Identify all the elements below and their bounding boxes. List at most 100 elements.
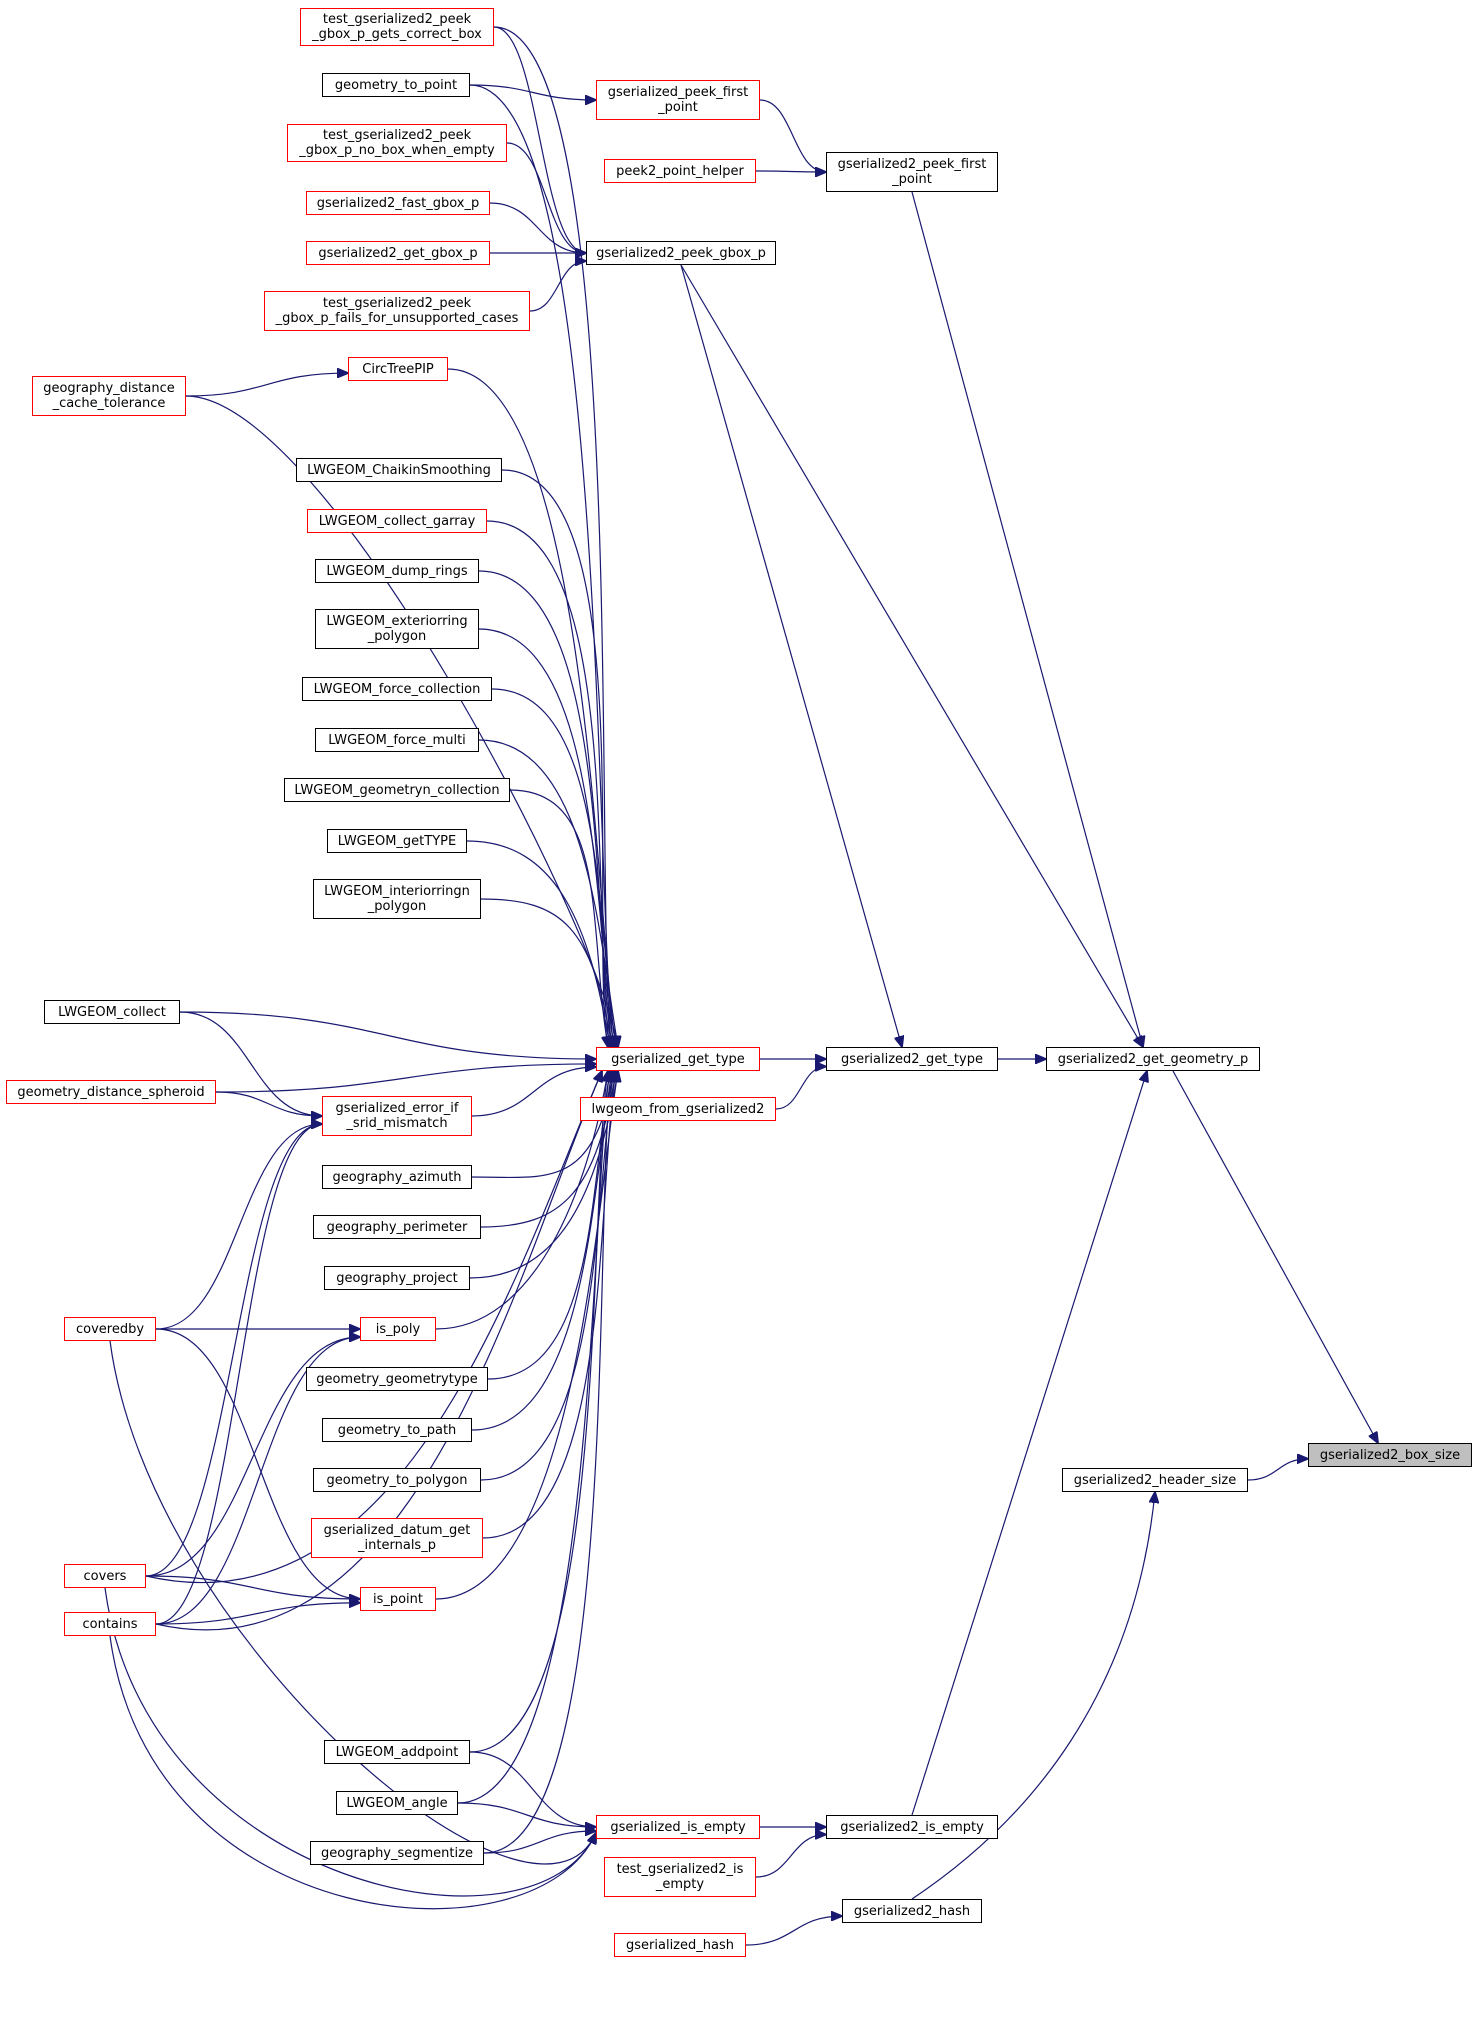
node-gserialized-get-type[interactable]: gserialized_get_type	[596, 1047, 760, 1071]
call-edges	[104, 26, 1378, 1946]
edge-angle-to-gs-is-empty	[457, 1802, 596, 1827]
node-contains[interactable]: contains	[64, 1612, 156, 1636]
edge-tg-is-empty-to-gs2-is-empty	[755, 1835, 826, 1878]
edge-lwgeom-collect-to-gs-get-type	[179, 1011, 596, 1059]
edge-contains-to-is-poly	[155, 1337, 360, 1625]
node-lwgeom-interiorringn-polygon[interactable]: LWGEOM_interiorringn _polygon	[313, 879, 481, 919]
node-lwgeom-collect-garray[interactable]: LWGEOM_collect_garray	[307, 509, 487, 533]
node-lwgeom-force-collection[interactable]: LWGEOM_force_collection	[302, 677, 492, 701]
edge-angle-to-gs-get-type	[457, 1071, 610, 1804]
edge-geog-dist-cache-to-gs-get-type	[185, 395, 618, 1047]
edge-contains-to-gs-is-empty	[109, 1635, 596, 1910]
edge-tg-correct-box-to-gs2-peek-gbox-p	[493, 26, 586, 253]
node-test-gserialized2-peek-gbox-p-fails-for-unsupported-cases[interactable]: test_gserialized2_peek _gbox_p_fails_for…	[264, 291, 530, 331]
node-gserialized-datum-get-internals-p[interactable]: gserialized_datum_get _internals_p	[311, 1518, 483, 1558]
edge-geom-dist-spheroid-to-gs-get-type	[215, 1064, 596, 1093]
edge-interiorringn-to-gs-get-type	[480, 898, 612, 1047]
node-geometry-to-point[interactable]: geometry_to_point	[322, 73, 470, 97]
node-gserialized-hash[interactable]: gserialized_hash	[614, 1933, 746, 1957]
edge-force-multi-to-gs-get-type	[478, 739, 618, 1047]
node-is-poly[interactable]: is_poly	[360, 1317, 436, 1341]
edge-gs2-peek-first-point-to-gs2-get-geometry-p	[911, 191, 1143, 1047]
node-test-gserialized2-peek-gbox-p-gets-correct-box[interactable]: test_gserialized2_peek _gbox_p_gets_corr…	[300, 8, 494, 46]
node-gserialized2-get-gbox-p[interactable]: gserialized2_get_gbox_p	[306, 241, 490, 265]
edge-addpoint-to-gs-get-type	[469, 1071, 608, 1753]
node-geography-segmentize[interactable]: geography_segmentize	[310, 1841, 484, 1865]
node-test-gserialized2-peek-gbox-p-no-box-when-empty[interactable]: test_gserialized2_peek _gbox_p_no_box_wh…	[287, 124, 507, 162]
node-lwgeom-dump-rings[interactable]: LWGEOM_dump_rings	[315, 559, 479, 583]
edge-geog-segmentize-to-gs-is-empty	[483, 1831, 596, 1854]
node-circtreepip[interactable]: CircTreePIP	[348, 357, 448, 381]
node-gserialized-error-if-srid-mismatch[interactable]: gserialized_error_if _srid_mismatch	[322, 1096, 472, 1136]
node-gserialized2-get-type[interactable]: gserialized2_get_type	[826, 1047, 998, 1071]
node-geometry-distance-spheroid[interactable]: geometry_distance_spheroid	[6, 1080, 216, 1104]
edge-gs2-header-size-to-gs2-box-size	[1247, 1459, 1308, 1481]
edge-addpoint-to-gs-is-empty	[469, 1751, 596, 1827]
node-geometry-to-polygon[interactable]: geometry_to_polygon	[313, 1468, 481, 1492]
edge-geog-segmentize-to-gs-get-type	[483, 1071, 612, 1854]
node-gserialized2-box-size: gserialized2_box_size	[1308, 1443, 1472, 1467]
edge-gettype-to-gs-get-type	[466, 840, 610, 1047]
node-geography-azimuth[interactable]: geography_azimuth	[322, 1165, 472, 1189]
node-gserialized2-get-geometry-p[interactable]: gserialized2_get_geometry_p	[1046, 1047, 1260, 1071]
edge-covers-to-gs-error-srid	[145, 1124, 322, 1577]
node-gserialized2-fast-gbox-p[interactable]: gserialized2_fast_gbox_p	[306, 191, 490, 215]
edge-peek2-point-helper-to-gs2-peek-first-point	[755, 171, 826, 172]
edge-covers-to-is-point	[145, 1575, 360, 1599]
node-test-gserialized2-is-empty[interactable]: test_gserialized2_is _empty	[604, 1857, 756, 1897]
edge-circtreepip-to-gs-get-type	[447, 368, 616, 1047]
edge-gs2-fast-gbox-p-to-gs2-peek-gbox-p	[489, 202, 586, 253]
node-lwgeom-angle[interactable]: LWGEOM_angle	[336, 1791, 458, 1815]
node-lwgeom-force-multi[interactable]: LWGEOM_force_multi	[315, 728, 479, 752]
node-covers[interactable]: covers	[64, 1564, 146, 1588]
edge-covers-to-gs-is-empty	[104, 1587, 596, 1897]
node-geography-distance-cache-tolerance[interactable]: geography_distance _cache_tolerance	[32, 376, 186, 416]
edge-tg-fails-to-gs2-peek-gbox-p	[529, 261, 586, 312]
node-peek2-point-helper[interactable]: peek2_point_helper	[604, 159, 756, 183]
node-gserialized2-is-empty[interactable]: gserialized2_is_empty	[826, 1815, 998, 1839]
node-gserialized2-header-size[interactable]: gserialized2_header_size	[1062, 1468, 1248, 1492]
edge-gs2-peek-gbox-p-to-gs2-get-type	[680, 264, 902, 1047]
edge-tg-correct-box-to-gs-get-type	[493, 26, 612, 1047]
edge-geog-perimeter-to-gs-get-type	[480, 1071, 616, 1228]
node-lwgeom-chaikinsmoothing[interactable]: LWGEOM_ChaikinSmoothing	[296, 458, 502, 482]
edge-geometry-to-point-to-gs-peek-first-point	[469, 84, 596, 100]
node-coveredby[interactable]: coveredby	[64, 1317, 156, 1341]
edge-covers-to-is-poly	[145, 1337, 360, 1577]
node-gserialized-peek-first-point[interactable]: gserialized_peek_first _point	[596, 80, 760, 120]
edge-lwgeom-collect-to-gs-error-srid	[179, 1011, 322, 1116]
edge-tg-no-box-to-gs2-peek-gbox-p	[506, 142, 586, 253]
node-is-point[interactable]: is_point	[360, 1587, 436, 1611]
edge-gs2-hash-to-gs2-header-size	[911, 1492, 1155, 1900]
edge-gs2-is-empty-to-gs2-get-geometry-p	[911, 1071, 1147, 1816]
edge-contains-to-gs-error-srid	[155, 1124, 322, 1625]
node-geometry-to-path[interactable]: geometry_to_path	[322, 1418, 472, 1442]
node-lwgeom-geometryn-collection[interactable]: LWGEOM_geometryn_collection	[284, 778, 510, 802]
node-lwgeom-gettype[interactable]: LWGEOM_getTYPE	[327, 829, 467, 853]
edge-dump-rings-to-gs-get-type	[478, 570, 612, 1047]
node-lwgeom-from-gserialized2[interactable]: lwgeom_from_gserialized2	[580, 1097, 776, 1121]
edge-lwgeom-from-gs2-to-gs2-get-type	[775, 1067, 826, 1110]
edge-gs-error-srid-to-gs-get-type	[471, 1067, 596, 1117]
edge-exteriorring-to-gs-get-type	[478, 628, 614, 1047]
node-gserialized2-hash[interactable]: gserialized2_hash	[842, 1899, 982, 1923]
edge-geometry-to-point-to-gs-get-type	[469, 84, 614, 1047]
node-lwgeom-exteriorring-polygon[interactable]: LWGEOM_exteriorring _polygon	[315, 609, 479, 649]
edge-gs2-peek-gbox-p-to-gs2-get-geometry-p	[680, 264, 1143, 1047]
edge-gs2-get-geometry-p-to-gs2-box-size	[1172, 1070, 1378, 1443]
node-lwgeom-addpoint[interactable]: LWGEOM_addpoint	[324, 1740, 470, 1764]
edge-geom-dist-spheroid-to-gs-error-srid	[215, 1091, 322, 1116]
node-geography-perimeter[interactable]: geography_perimeter	[313, 1215, 481, 1239]
edge-contains-to-is-point	[155, 1603, 360, 1625]
node-gserialized-is-empty[interactable]: gserialized_is_empty	[596, 1815, 760, 1839]
node-gserialized2-peek-gbox-p[interactable]: gserialized2_peek_gbox_p	[586, 241, 776, 265]
edge-geog-dist-cache-to-circtreepip	[185, 373, 348, 397]
edge-geom-to-polygon-to-gs-get-type	[480, 1071, 614, 1481]
node-geography-project[interactable]: geography_project	[324, 1266, 470, 1290]
edge-is-point-to-gs-get-type	[435, 1071, 618, 1600]
node-lwgeom-collect[interactable]: LWGEOM_collect	[44, 1000, 180, 1024]
node-gserialized2-peek-first-point[interactable]: gserialized2_peek_first _point	[826, 152, 998, 192]
node-geometry-geometrytype[interactable]: geometry_geometrytype	[306, 1367, 488, 1391]
edge-collect-garray-to-gs-get-type	[486, 520, 610, 1047]
